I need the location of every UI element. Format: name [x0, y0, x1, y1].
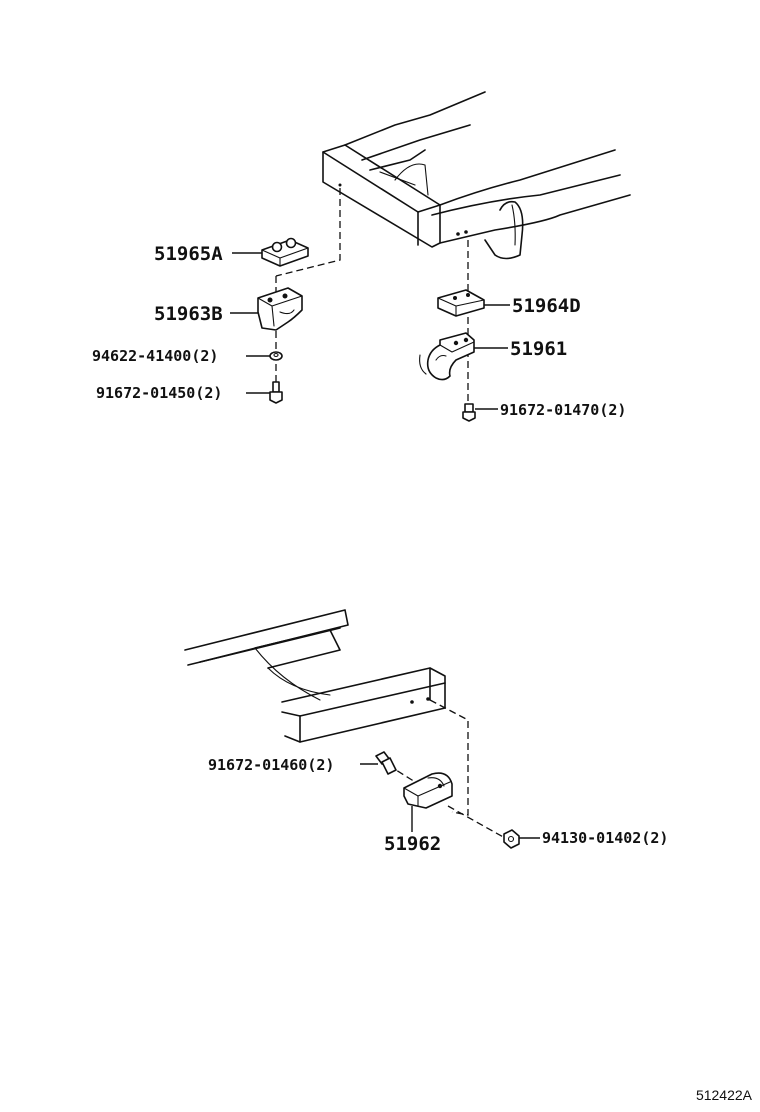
label-91672-01460: 91672-01460(2) [208, 756, 334, 774]
label-51962: 51962 [384, 833, 441, 855]
washer-94622-drawing [269, 351, 283, 361]
label-94130-01402: 94130-01402(2) [542, 829, 668, 847]
bolt-91672-01460-drawing [375, 751, 397, 775]
rear-frame-drawing [184, 609, 446, 743]
assembly-lines-top [275, 188, 469, 405]
part-51962-drawing [403, 772, 453, 809]
leaders-top [230, 252, 510, 410]
label-91672-01450: 91672-01450(2) [96, 384, 222, 402]
front-frame-drawing [322, 91, 631, 260]
part-51964D-drawing [437, 289, 485, 317]
leaders-bottom [360, 763, 540, 839]
label-91672-01470: 91672-01470(2) [500, 401, 626, 419]
label-51961: 51961 [510, 338, 567, 360]
nut-94130-drawing [503, 829, 520, 849]
part-51961-drawing [419, 332, 475, 381]
label-51965A: 51965A [154, 243, 223, 265]
label-94622-41400: 94622-41400(2) [92, 347, 218, 365]
figure-reference: 512422A [696, 1087, 753, 1103]
part-51963B-drawing [257, 287, 303, 331]
assembly-lines-bottom [387, 699, 506, 839]
label-51963B: 51963B [154, 303, 223, 325]
label-51964D: 51964D [512, 295, 581, 317]
bolt-91672-01450-drawing [269, 381, 283, 404]
part-51965A-drawing [261, 237, 309, 267]
bolt-91672-01470-drawing [462, 403, 476, 422]
